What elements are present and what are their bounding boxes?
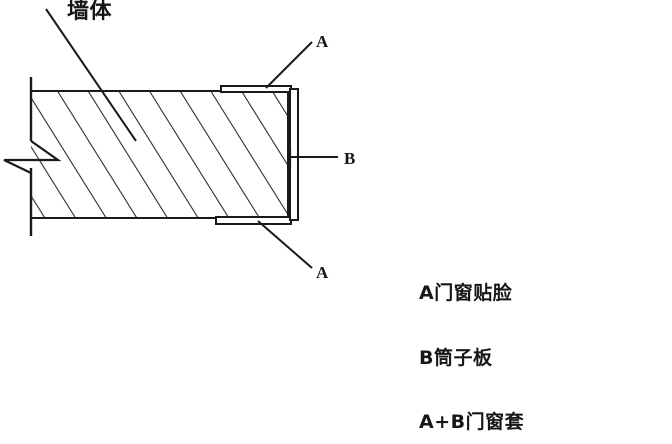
callout-b-label: B bbox=[344, 149, 356, 168]
wall-break-symbol bbox=[3, 77, 62, 236]
wall-label: 墙体 bbox=[67, 0, 113, 24]
leader-a-top-line bbox=[265, 41, 313, 89]
legend-item-a-plus-b: A+B门窗套 bbox=[419, 411, 525, 433]
callout-a-bottom-label: A bbox=[316, 263, 329, 282]
casing-trim-top bbox=[220, 85, 292, 93]
casing-trim-bottom bbox=[215, 216, 292, 225]
casing-trim-top-body bbox=[220, 85, 292, 93]
leader-wall bbox=[45, 8, 137, 142]
casing-trim-bottom-body bbox=[215, 216, 292, 225]
wall-hatch-fill bbox=[31, 91, 288, 218]
jamb-board-body bbox=[289, 88, 299, 221]
legend-item-b: B筒子板 bbox=[419, 347, 493, 369]
leader-a-bottom bbox=[257, 220, 313, 269]
leader-wall-line bbox=[45, 8, 137, 142]
wall-body bbox=[31, 90, 290, 219]
break-zigzag bbox=[3, 140, 62, 174]
leader-a-top bbox=[265, 41, 313, 89]
jamb-board-strip bbox=[289, 88, 299, 221]
callout-a-top-label: A bbox=[316, 32, 329, 51]
leader-a-bottom-line bbox=[257, 220, 313, 269]
legend-item-a: A门窗贴脸 bbox=[419, 282, 513, 304]
leader-b bbox=[288, 148, 338, 167]
